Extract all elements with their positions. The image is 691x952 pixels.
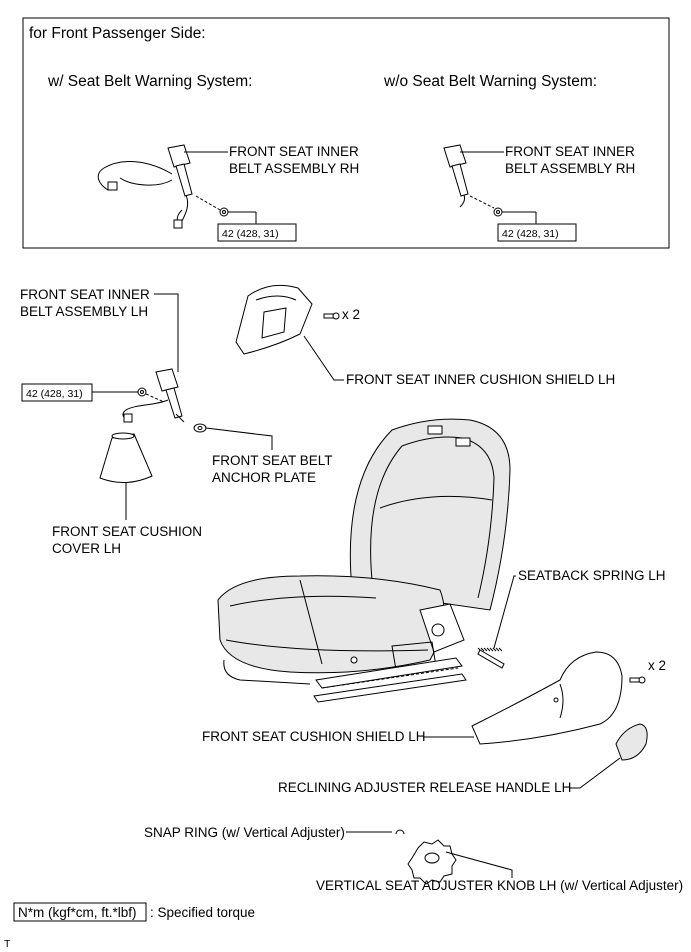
nut-icon [219,207,229,217]
cushion-cover-lh [99,432,153,483]
anchor-plate-icon [193,423,207,433]
cushion-cover-label-a: FRONT SEAT CUSHION [52,524,202,539]
with-warning-heading: w/ Seat Belt Warning System: [47,73,252,90]
inner-cushion-shield-lh [235,284,313,355]
screw-icon [323,312,340,320]
inner-cushion-shield-label: FRONT SEAT INNER CUSHION SHIELD LH [346,372,615,387]
screw-icon [629,676,646,684]
footer-code: T [4,938,11,950]
torque-value-3: 42 (428, 31) [26,388,83,400]
snap-ring-label: SNAP RING (w/ Vertical Adjuster) [144,825,345,840]
anchor-plate-label-a: FRONT SEAT BELT [212,453,333,468]
qty-label-2: x 2 [648,658,666,673]
qty-label-1: x 2 [342,307,360,322]
lh-belt-assembly [122,368,185,423]
rh-assembly-label-1b: BELT ASSEMBLY RH [229,161,359,176]
anchor-plate-label-b: ANCHOR PLATE [212,470,316,485]
reclining-release-handle-lh [615,723,648,761]
cushion-shield-label: FRONT SEAT CUSHION SHIELD LH [202,729,426,744]
seatback-spring-lh [477,647,505,669]
rh-assembly-label-2a: FRONT SEAT INNER [505,144,635,159]
adjuster-knob-label: VERTICAL SEAT ADJUSTER KNOB LH (w/ Verti… [316,878,683,893]
release-handle-label: RECLINING ADJUSTER RELEASE HANDLE LH [278,780,571,795]
box-title: for Front Passenger Side: [29,25,206,42]
nut-icon [493,207,503,217]
vertical-adjuster-knob-lh [407,839,457,885]
front-seat-cushion-shield-lh [471,651,623,745]
rh-assembly-label-1a: FRONT SEAT INNER [229,144,359,159]
rh-assembly-label-2b: BELT ASSEMBLY RH [505,161,635,176]
passenger-side-box [22,17,670,249]
lh-assembly-label-a: FRONT SEAT INNER [20,287,150,302]
front-seat-lh [217,418,511,703]
without-warning-heading: w/o Seat Belt Warning System: [383,73,597,90]
cushion-cover-label-b: COVER LH [52,541,121,556]
snap-ring-icon [395,829,405,835]
torque-box-2 [497,223,577,242]
torque-value-1: 42 (428, 31) [222,228,279,240]
rh-belt-assembly-without-warning [443,144,469,208]
rh-belt-assembly-with-warning [97,144,193,229]
nut-icon [137,387,147,397]
lh-assembly-label-b: BELT ASSEMBLY LH [20,304,148,319]
legend-description: : Specified torque [150,905,255,920]
torque-box-1 [217,223,297,242]
torque-value-2: 42 (428, 31) [502,228,559,240]
legend-unit: N*m (kgf*cm, ft.*lbf) [18,905,137,920]
torque-legend-box [13,902,147,922]
seatback-spring-label: SEATBACK SPRING LH [518,568,666,583]
